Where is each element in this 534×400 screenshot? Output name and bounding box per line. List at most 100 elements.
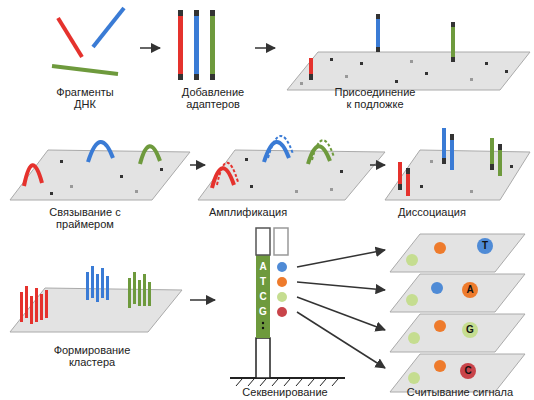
step-box: Диссоциация	[385, 120, 530, 230]
adapter-tip	[451, 57, 455, 62]
step-caption: Связывание с праймером	[43, 206, 127, 230]
primer-dot	[245, 158, 248, 161]
signal-dot	[406, 254, 418, 266]
adapter-tip	[442, 158, 446, 164]
step-caption: Амплификация	[183, 206, 313, 218]
signal-letter: A	[463, 284, 477, 296]
signal-plate	[390, 234, 525, 272]
step-caption: Формирование кластера	[50, 344, 134, 368]
dna-fragment	[52, 66, 118, 74]
adapter-tip	[451, 22, 455, 27]
primer-dot	[470, 190, 473, 193]
flow-arrow	[297, 297, 385, 330]
step-box: Амплификация	[205, 120, 370, 230]
cluster-strand	[96, 274, 99, 302]
cluster-strand	[86, 272, 89, 300]
step-caption: Фрагменты ДНК	[50, 86, 120, 110]
bridge-strand	[308, 146, 330, 164]
step-caption: Добавление адаптеров	[171, 86, 255, 110]
adapter-tip	[178, 10, 183, 16]
bridge-strand	[264, 142, 289, 162]
ground-line	[230, 377, 345, 379]
flow-cell-plate	[287, 52, 530, 90]
cluster-strand	[91, 266, 94, 298]
step-caption: Секвенирование	[220, 386, 350, 398]
adapter-tip	[309, 74, 313, 80]
dna-fragment	[93, 8, 124, 47]
signal-letter: C	[461, 365, 475, 377]
step-box: Секвенирование	[215, 225, 297, 400]
adapter-tip	[398, 184, 402, 190]
bridge-strand	[88, 142, 113, 162]
cluster-strand	[101, 268, 104, 298]
signal-letter: G	[463, 324, 477, 336]
cluster-strand	[106, 276, 109, 300]
dna-strand	[498, 144, 502, 176]
cluster-strand	[20, 292, 23, 322]
nucleotide-dot	[277, 307, 287, 317]
signal-dot	[434, 320, 446, 332]
step-box: Присоединение к подложке	[275, 5, 525, 115]
primer-dot	[340, 170, 343, 173]
flow-arrow	[255, 47, 275, 49]
dna-strand	[194, 10, 199, 80]
signal-plate	[390, 274, 525, 312]
primer-dot	[505, 70, 508, 73]
dna-strand	[490, 138, 494, 170]
primer-dot	[360, 62, 363, 65]
primer-dot	[295, 190, 298, 193]
adapter-box	[256, 338, 270, 378]
cluster-strand	[40, 294, 43, 320]
cluster-strand	[133, 272, 136, 304]
adapter-tip	[210, 10, 215, 16]
step-box: Формирование кластера	[10, 255, 190, 385]
nucleotide-dot	[277, 277, 287, 287]
flow-arrow	[370, 164, 385, 166]
copied-strand	[268, 136, 293, 158]
base-letter: T	[256, 276, 270, 288]
dna-strand	[178, 10, 183, 80]
dna-strand	[398, 162, 402, 190]
dna-fragment	[58, 18, 82, 57]
primer-dot	[470, 78, 473, 81]
sequenced-strand	[256, 255, 270, 338]
cluster-strand	[30, 296, 33, 324]
adapter-tip	[178, 74, 183, 80]
primer-dot	[420, 185, 423, 188]
copied-strand	[217, 163, 238, 185]
step-box: Добавление адаптеров	[160, 5, 255, 115]
dna-strand	[451, 22, 455, 62]
nucleotide-dot	[277, 262, 287, 272]
step-box: Считывание сигнала	[385, 225, 530, 400]
signal-dot	[406, 294, 418, 306]
primer-dot	[160, 168, 163, 171]
base-letter: G	[256, 306, 270, 318]
primer-dot	[70, 185, 73, 188]
primer-dot	[60, 160, 63, 163]
ellipsis-dot	[262, 322, 264, 324]
cluster-strand	[45, 290, 48, 318]
step-box: Фрагменты ДНК	[15, 5, 140, 115]
primer-dot	[330, 188, 333, 191]
flow-cell-plate	[385, 150, 530, 200]
adapter-tip	[210, 74, 215, 80]
bridge-strand	[212, 168, 234, 188]
adapter-tip	[406, 168, 410, 174]
adapter-tip	[376, 14, 380, 19]
adapter-tip	[194, 10, 199, 16]
base-letter: C	[256, 291, 270, 303]
cluster-strand	[25, 286, 28, 318]
signal-dot	[477, 238, 493, 254]
flow-arrow	[297, 312, 385, 368]
primer-dot	[300, 82, 303, 85]
step-caption: Присоединение к подложке	[333, 86, 417, 110]
ground-hatch	[236, 379, 338, 386]
cluster-strand	[148, 282, 151, 306]
signal-dot	[462, 322, 478, 338]
primer-dot	[250, 185, 253, 188]
signal-dot	[460, 363, 476, 379]
signal-dot	[434, 360, 446, 372]
primer-dot	[345, 75, 348, 78]
